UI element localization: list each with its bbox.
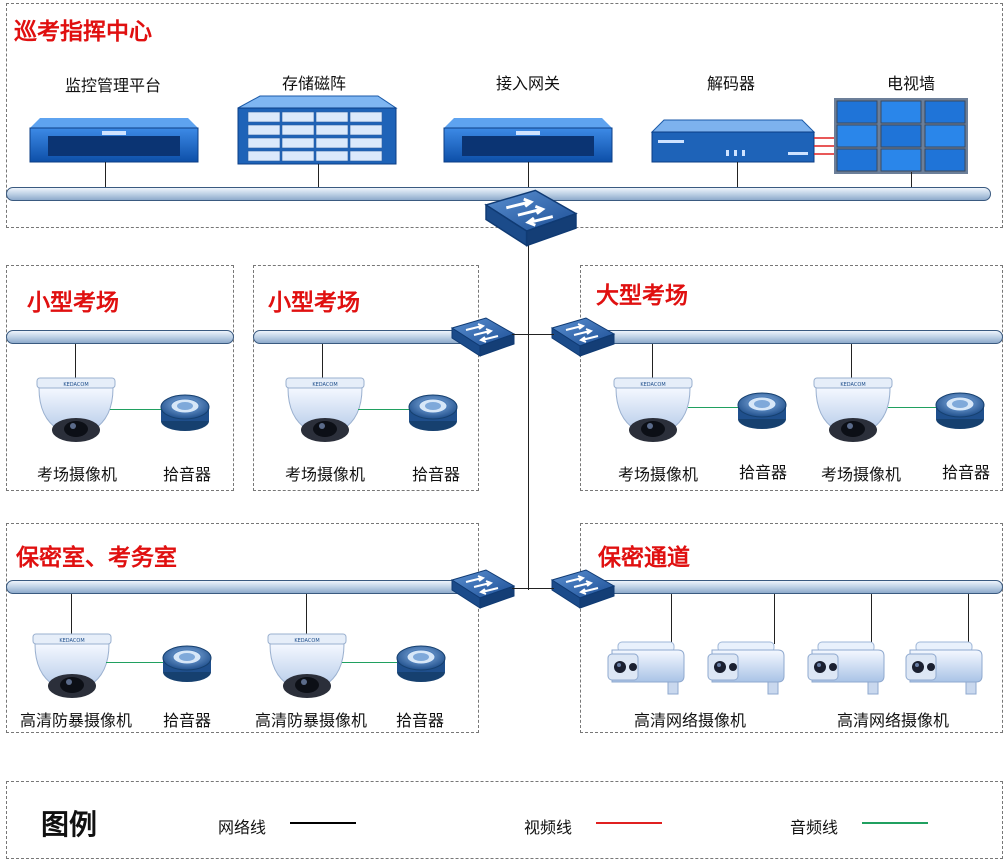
storage-array-icon <box>237 95 398 165</box>
management-platform-server-icon <box>29 118 199 163</box>
network-camera-label: 高清网络摄像机 <box>633 711 747 730</box>
secret-passage-title: 保密通道 <box>598 545 690 571</box>
core-switch-icon <box>484 188 578 248</box>
connector <box>71 594 72 634</box>
legend-audio-line-swatch <box>862 822 928 824</box>
connector <box>911 172 912 187</box>
microphone-label: 拾音器 <box>411 465 461 484</box>
audio-line <box>110 409 162 410</box>
connector <box>871 594 872 644</box>
connector <box>737 162 738 187</box>
large-exam-room-bus <box>598 330 1003 344</box>
decoder-icon <box>650 119 816 163</box>
microphone-label: 拾音器 <box>162 465 212 484</box>
audio-line <box>358 409 410 410</box>
small-exam-room-1-bus <box>6 330 234 344</box>
switch-icon <box>551 569 615 609</box>
legend-network-line-label: 网络线 <box>218 818 267 837</box>
small-exam-room-2-title: 小型考场 <box>268 290 360 316</box>
exam-camera-label: 考场摄像机 <box>284 465 366 484</box>
secret-room-bus <box>6 580 471 594</box>
device-label-management-platform: 监控管理平台 <box>64 76 162 95</box>
uplink-line <box>512 334 528 335</box>
network-bullet-camera-icon <box>905 641 983 695</box>
exam-camera-icon <box>285 377 365 443</box>
switch-icon <box>451 569 515 609</box>
connector <box>322 344 323 380</box>
uplink-line <box>528 588 554 589</box>
connector <box>318 164 319 187</box>
large-exam-room-title: 大型考场 <box>596 283 688 309</box>
legend-video-line-label: 视频线 <box>524 818 573 837</box>
exam-camera-label: 考场摄像机 <box>617 465 699 484</box>
microphone-icon <box>160 394 210 432</box>
exam-camera-icon <box>36 377 116 443</box>
microphone-label: 拾音器 <box>395 711 445 730</box>
secret-passage-bus <box>598 580 1003 594</box>
switch-icon <box>451 317 515 357</box>
exam-camera-label: 考场摄像机 <box>36 465 118 484</box>
secret-room-title: 保密室、考务室 <box>16 545 177 571</box>
uplink-line <box>512 588 528 589</box>
connector <box>968 594 969 644</box>
microphone-label: 拾音器 <box>162 711 212 730</box>
legend-title: 图例 <box>41 808 98 841</box>
audio-line <box>888 407 938 408</box>
microphone-icon <box>935 392 985 430</box>
small-exam-room-1-title: 小型考场 <box>27 290 119 316</box>
switch-icon <box>551 317 615 357</box>
legend-audio-line-label: 音频线 <box>790 818 839 837</box>
audio-line <box>106 662 164 663</box>
small-exam-room-2-zone <box>253 265 479 491</box>
small-exam-room-2-bus <box>253 330 471 344</box>
secret-passage-zone <box>580 523 1003 733</box>
microphone-icon <box>408 394 458 432</box>
connector <box>105 162 106 187</box>
device-label-storage-array: 存储磁阵 <box>281 74 347 93</box>
command-center-network-bus <box>6 187 991 201</box>
connector <box>851 344 852 380</box>
main-trunk-line <box>528 226 529 590</box>
device-label-video-wall: 电视墙 <box>886 74 936 93</box>
microphone-icon <box>162 645 212 683</box>
network-bullet-camera-icon <box>707 641 785 695</box>
connector <box>774 594 775 644</box>
microphone-label: 拾音器 <box>941 463 991 482</box>
audio-line <box>688 407 740 408</box>
legend-network-line-swatch <box>290 822 356 824</box>
riot-camera-label: 高清防暴摄像机 <box>254 711 368 730</box>
legend-box <box>6 781 1003 859</box>
uplink-line <box>528 334 554 335</box>
exam-camera-label: 考场摄像机 <box>820 465 902 484</box>
secret-room-zone <box>6 523 479 733</box>
command-center-title: 巡考指挥中心 <box>14 19 152 45</box>
microphone-icon <box>396 645 446 683</box>
audio-line <box>342 662 398 663</box>
riot-camera-icon <box>267 633 347 699</box>
video-wall-icon <box>834 98 968 174</box>
device-label-decoder: 解码器 <box>706 74 756 93</box>
exam-camera-icon <box>613 377 693 443</box>
microphone-icon <box>737 392 787 430</box>
connector <box>671 594 672 644</box>
large-exam-room-zone <box>580 265 1003 491</box>
connector <box>652 344 653 380</box>
network-bullet-camera-icon <box>607 641 685 695</box>
riot-camera-icon <box>32 633 112 699</box>
network-bullet-camera-icon <box>807 641 885 695</box>
exam-camera-icon <box>813 377 893 443</box>
network-camera-label: 高清网络摄像机 <box>836 711 950 730</box>
connector <box>75 344 76 380</box>
small-exam-room-1-zone <box>6 265 234 491</box>
connector <box>306 594 307 634</box>
device-label-access-gateway: 接入网关 <box>495 74 561 93</box>
legend-video-line-swatch <box>596 822 662 824</box>
access-gateway-server-icon <box>443 118 613 163</box>
riot-camera-label: 高清防暴摄像机 <box>19 711 133 730</box>
connector <box>528 162 529 187</box>
microphone-label: 拾音器 <box>738 463 788 482</box>
